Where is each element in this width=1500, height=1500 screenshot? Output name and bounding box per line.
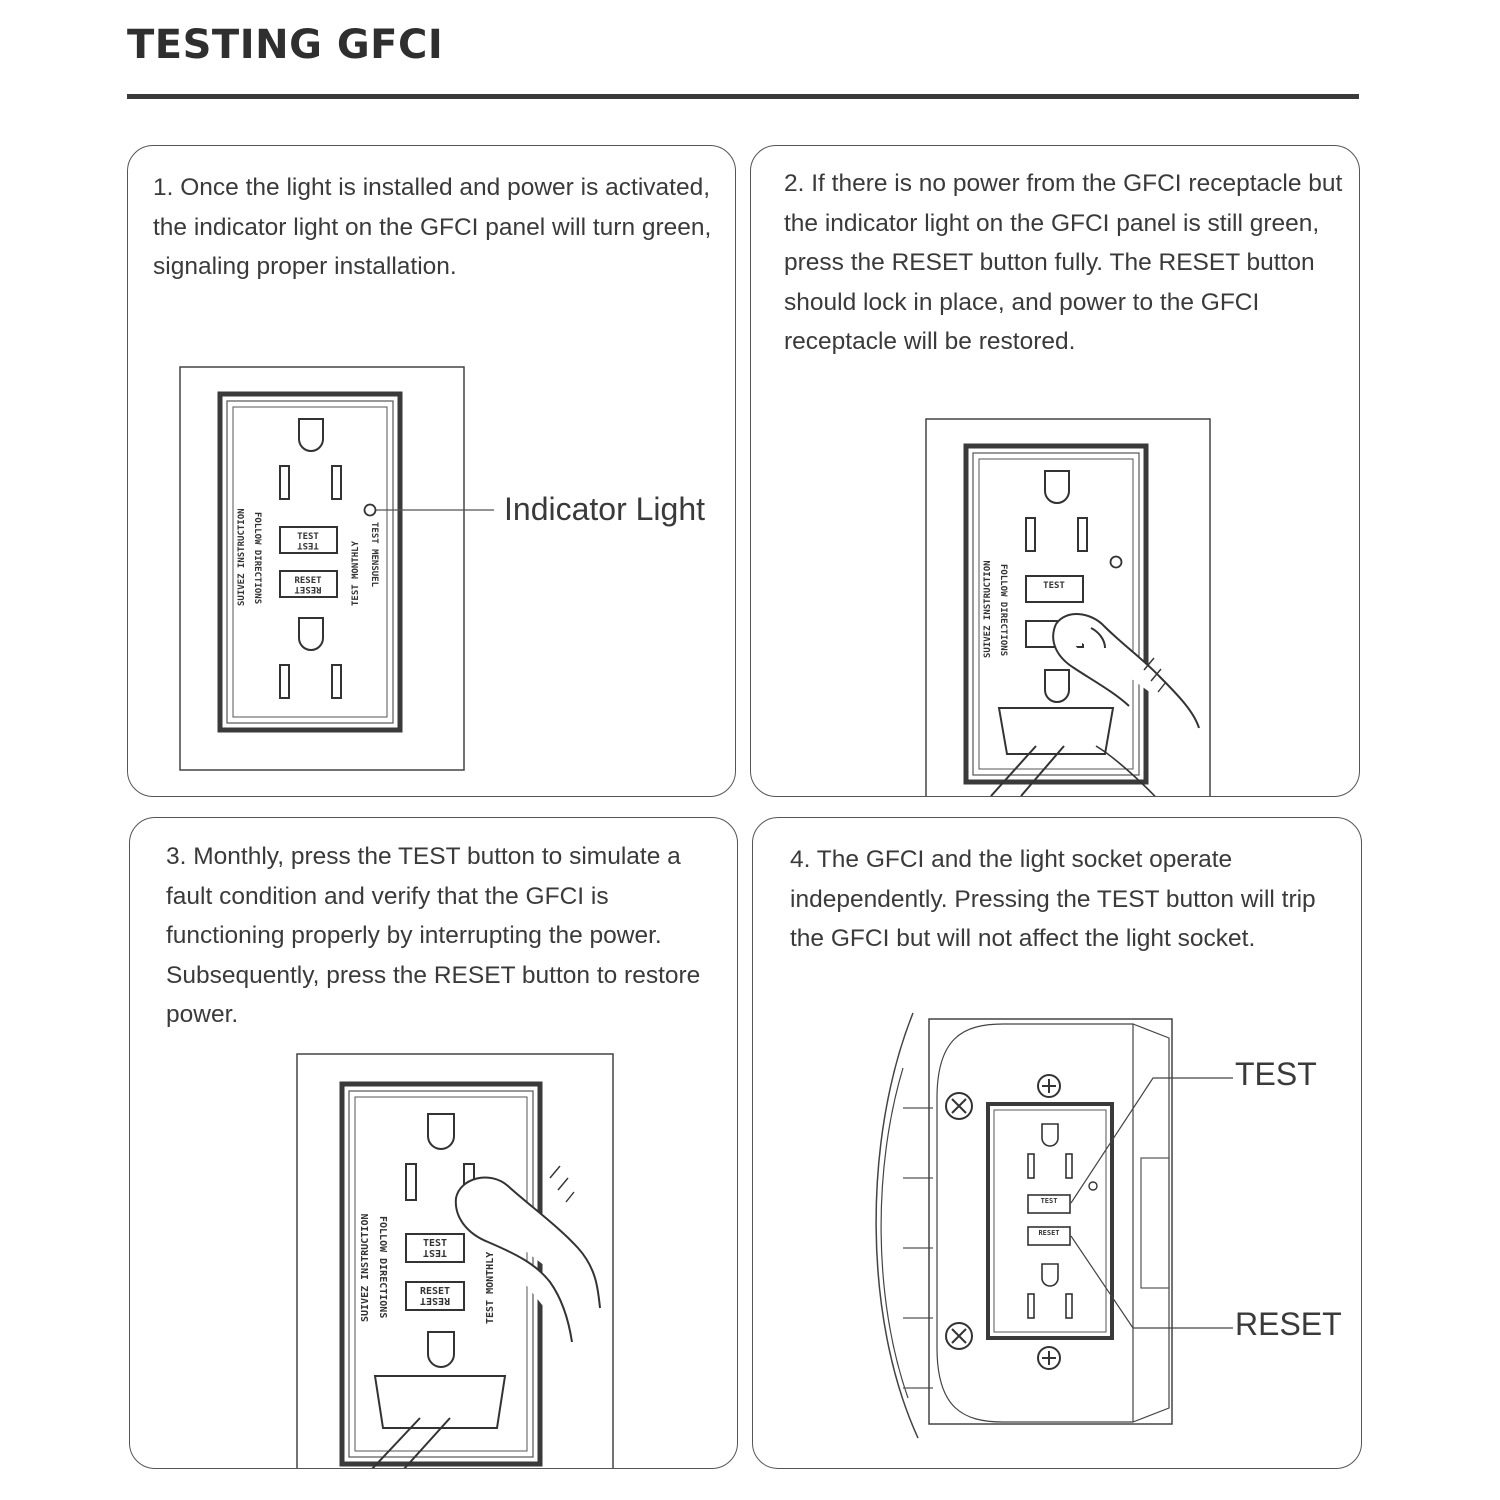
test-callout: TEST xyxy=(1235,1056,1317,1092)
title-divider xyxy=(127,94,1359,99)
svg-text:TEST MONTHLY: TEST MONTHLY xyxy=(485,1252,496,1324)
step-1-panel: 1. Once the light is installed and power… xyxy=(127,145,736,797)
screw-icon xyxy=(1037,1346,1061,1370)
indicator-light-callout: Indicator Light xyxy=(504,491,706,527)
svg-text:TEST: TEST xyxy=(297,540,319,550)
gfci-outlet-illustration: TEST TEST RESET RESET FOLLOW DIRECTIONS … xyxy=(179,366,494,771)
reset-callout: RESET xyxy=(1235,1306,1342,1342)
svg-text:FOLLOW DIRECTIONS: FOLLOW DIRECTIONS xyxy=(998,564,1008,656)
step-4-panel: 4. The GFCI and the light socket operate… xyxy=(752,817,1362,1469)
svg-text:SUIVEZ INSTRUCTION: SUIVEZ INSTRUCTION xyxy=(983,560,993,658)
step-2-text: 2. If there is no power from the GFCI re… xyxy=(784,170,1343,356)
finger-drawing xyxy=(454,1176,601,1343)
svg-text:SUIVEZ INSTRUCTION: SUIVEZ INSTRUCTION xyxy=(360,1214,371,1322)
gfci-reset-press-illustration: TEST FOLLOW DIRECTIONS SUIVEZ INSTRUCTIO… xyxy=(925,418,1211,796)
step-3-text: 3. Monthly, press the TEST button to sim… xyxy=(166,843,701,1029)
step-4-text: 4. The GFCI and the light socket operate… xyxy=(790,846,1316,953)
gfci-receptacle: TEST TEST RESET RESET FOLLOW DIRECTIONS … xyxy=(339,1081,543,1468)
svg-text:RESET: RESET xyxy=(420,1295,450,1306)
gfci-fixture-illustration: TEST RESET xyxy=(875,1012,1233,1439)
svg-text:RESET: RESET xyxy=(294,576,322,586)
gfci-receptacle: TEST FOLLOW DIRECTIONS SUIVEZ INSTRUCTIO… xyxy=(963,443,1149,796)
svg-text:TEST MENSUEL: TEST MENSUEL xyxy=(369,522,379,588)
svg-text:RESET: RESET xyxy=(294,584,322,594)
svg-text:TEST: TEST xyxy=(297,532,319,542)
wall-plate xyxy=(925,418,1211,796)
svg-text:FOLLOW DIRECTIONS: FOLLOW DIRECTIONS xyxy=(252,512,262,604)
test-leader-line xyxy=(1070,1077,1233,1204)
svg-text:TEST: TEST xyxy=(1043,581,1065,591)
wall-plate xyxy=(179,366,465,771)
gfci-receptacle: TEST RESET xyxy=(986,1102,1114,1340)
svg-text:TEST MONTHLY: TEST MONTHLY xyxy=(351,540,361,606)
svg-text:TEST: TEST xyxy=(1041,1197,1058,1205)
svg-text:FOLLOW DIRECTIONS: FOLLOW DIRECTIONS xyxy=(377,1216,388,1318)
finger-drawing xyxy=(1052,613,1200,729)
gfci-receptacle: TEST TEST RESET RESET FOLLOW DIRECTIONS … xyxy=(217,391,403,733)
step-3-panel: 3. Monthly, press the TEST button to sim… xyxy=(129,817,738,1469)
svg-text:TEST: TEST xyxy=(423,1247,447,1258)
svg-text:RESET: RESET xyxy=(1038,1229,1059,1237)
svg-text:RESET: RESET xyxy=(420,1286,450,1297)
screw-icon xyxy=(945,1092,973,1120)
screw-icon xyxy=(1037,1074,1061,1098)
svg-text:SUIVEZ INSTRUCTION: SUIVEZ INSTRUCTION xyxy=(237,508,247,606)
screw-icon xyxy=(945,1322,973,1350)
svg-text:TEST: TEST xyxy=(423,1238,447,1249)
wall-plate xyxy=(296,1053,614,1468)
reset-leader-line xyxy=(1070,1235,1233,1329)
step-2-panel: 2. If there is no power from the GFCI re… xyxy=(750,145,1360,797)
gfci-test-press-illustration: TEST TEST RESET RESET FOLLOW DIRECTIONS … xyxy=(296,1053,614,1468)
step-1-text: 1. Once the light is installed and power… xyxy=(153,174,712,281)
page-title: TESTING GFCI xyxy=(127,22,444,68)
